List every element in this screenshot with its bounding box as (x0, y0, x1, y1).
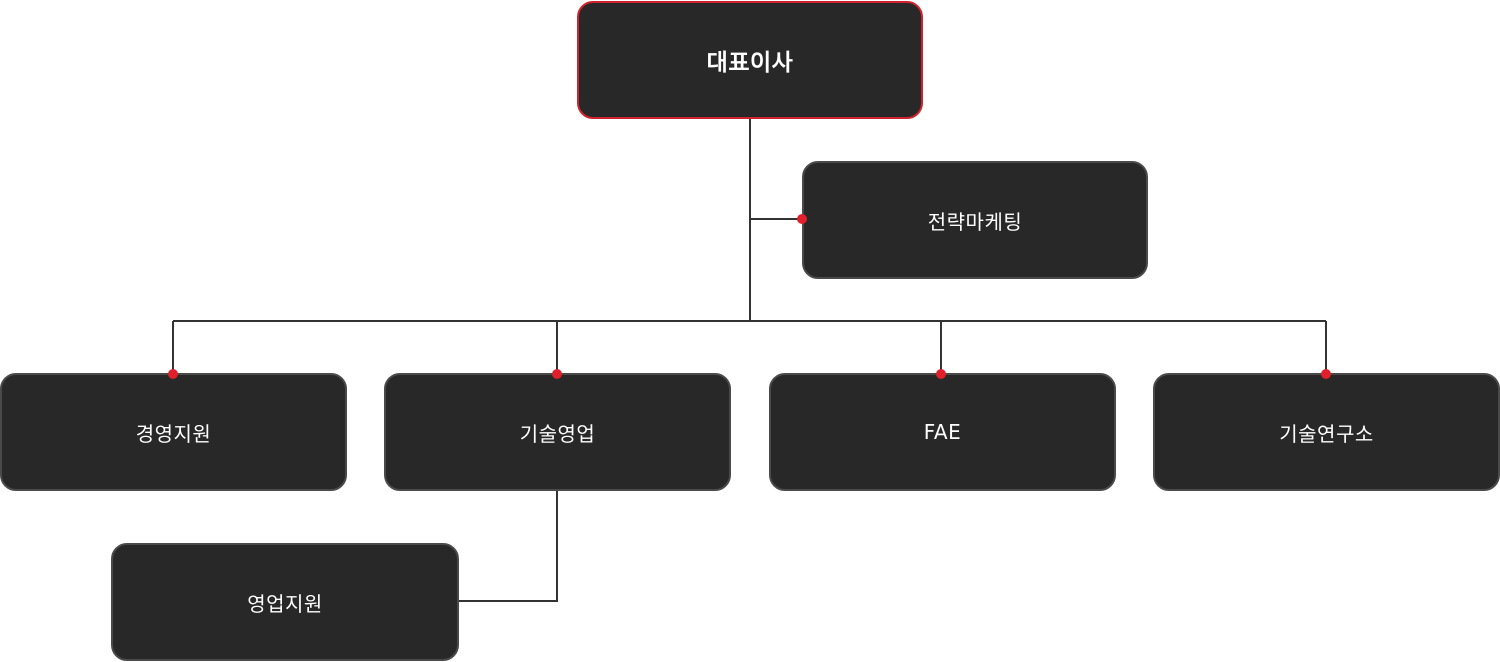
strategic-marketing-label: 전략마케팅 (927, 209, 1023, 234)
connector-dot-strategic-marketing (797, 214, 807, 224)
sales-support-label: 영업지원 (247, 591, 323, 616)
connector-dot-rnd-center (1321, 369, 1331, 379)
connector-dot-management-support (168, 369, 178, 379)
ceo-label: 대표이사 (706, 50, 794, 76)
rnd-center-label: 기술연구소 (1279, 421, 1374, 446)
connector-dot-tech-sales (552, 369, 562, 379)
rnd-center-box: 기술연구소 (1153, 373, 1500, 491)
connector-tech-sales-to-sales-support (459, 491, 558, 602)
management-support-box: 경영지원 (0, 373, 347, 491)
ceo-box: 대표이사 (577, 1, 923, 119)
tech-sales-box: 기술영업 (384, 373, 731, 491)
tech-sales-label: 기술영업 (519, 421, 596, 446)
strategic-marketing-box: 전략마케팅 (802, 161, 1148, 279)
connector-dot-fae (936, 369, 946, 379)
fae-label: FAE (923, 420, 962, 444)
sales-support-box: 영업지원 (111, 543, 459, 661)
fae-box: FAE (769, 373, 1116, 491)
management-support-label: 경영지원 (135, 421, 212, 446)
